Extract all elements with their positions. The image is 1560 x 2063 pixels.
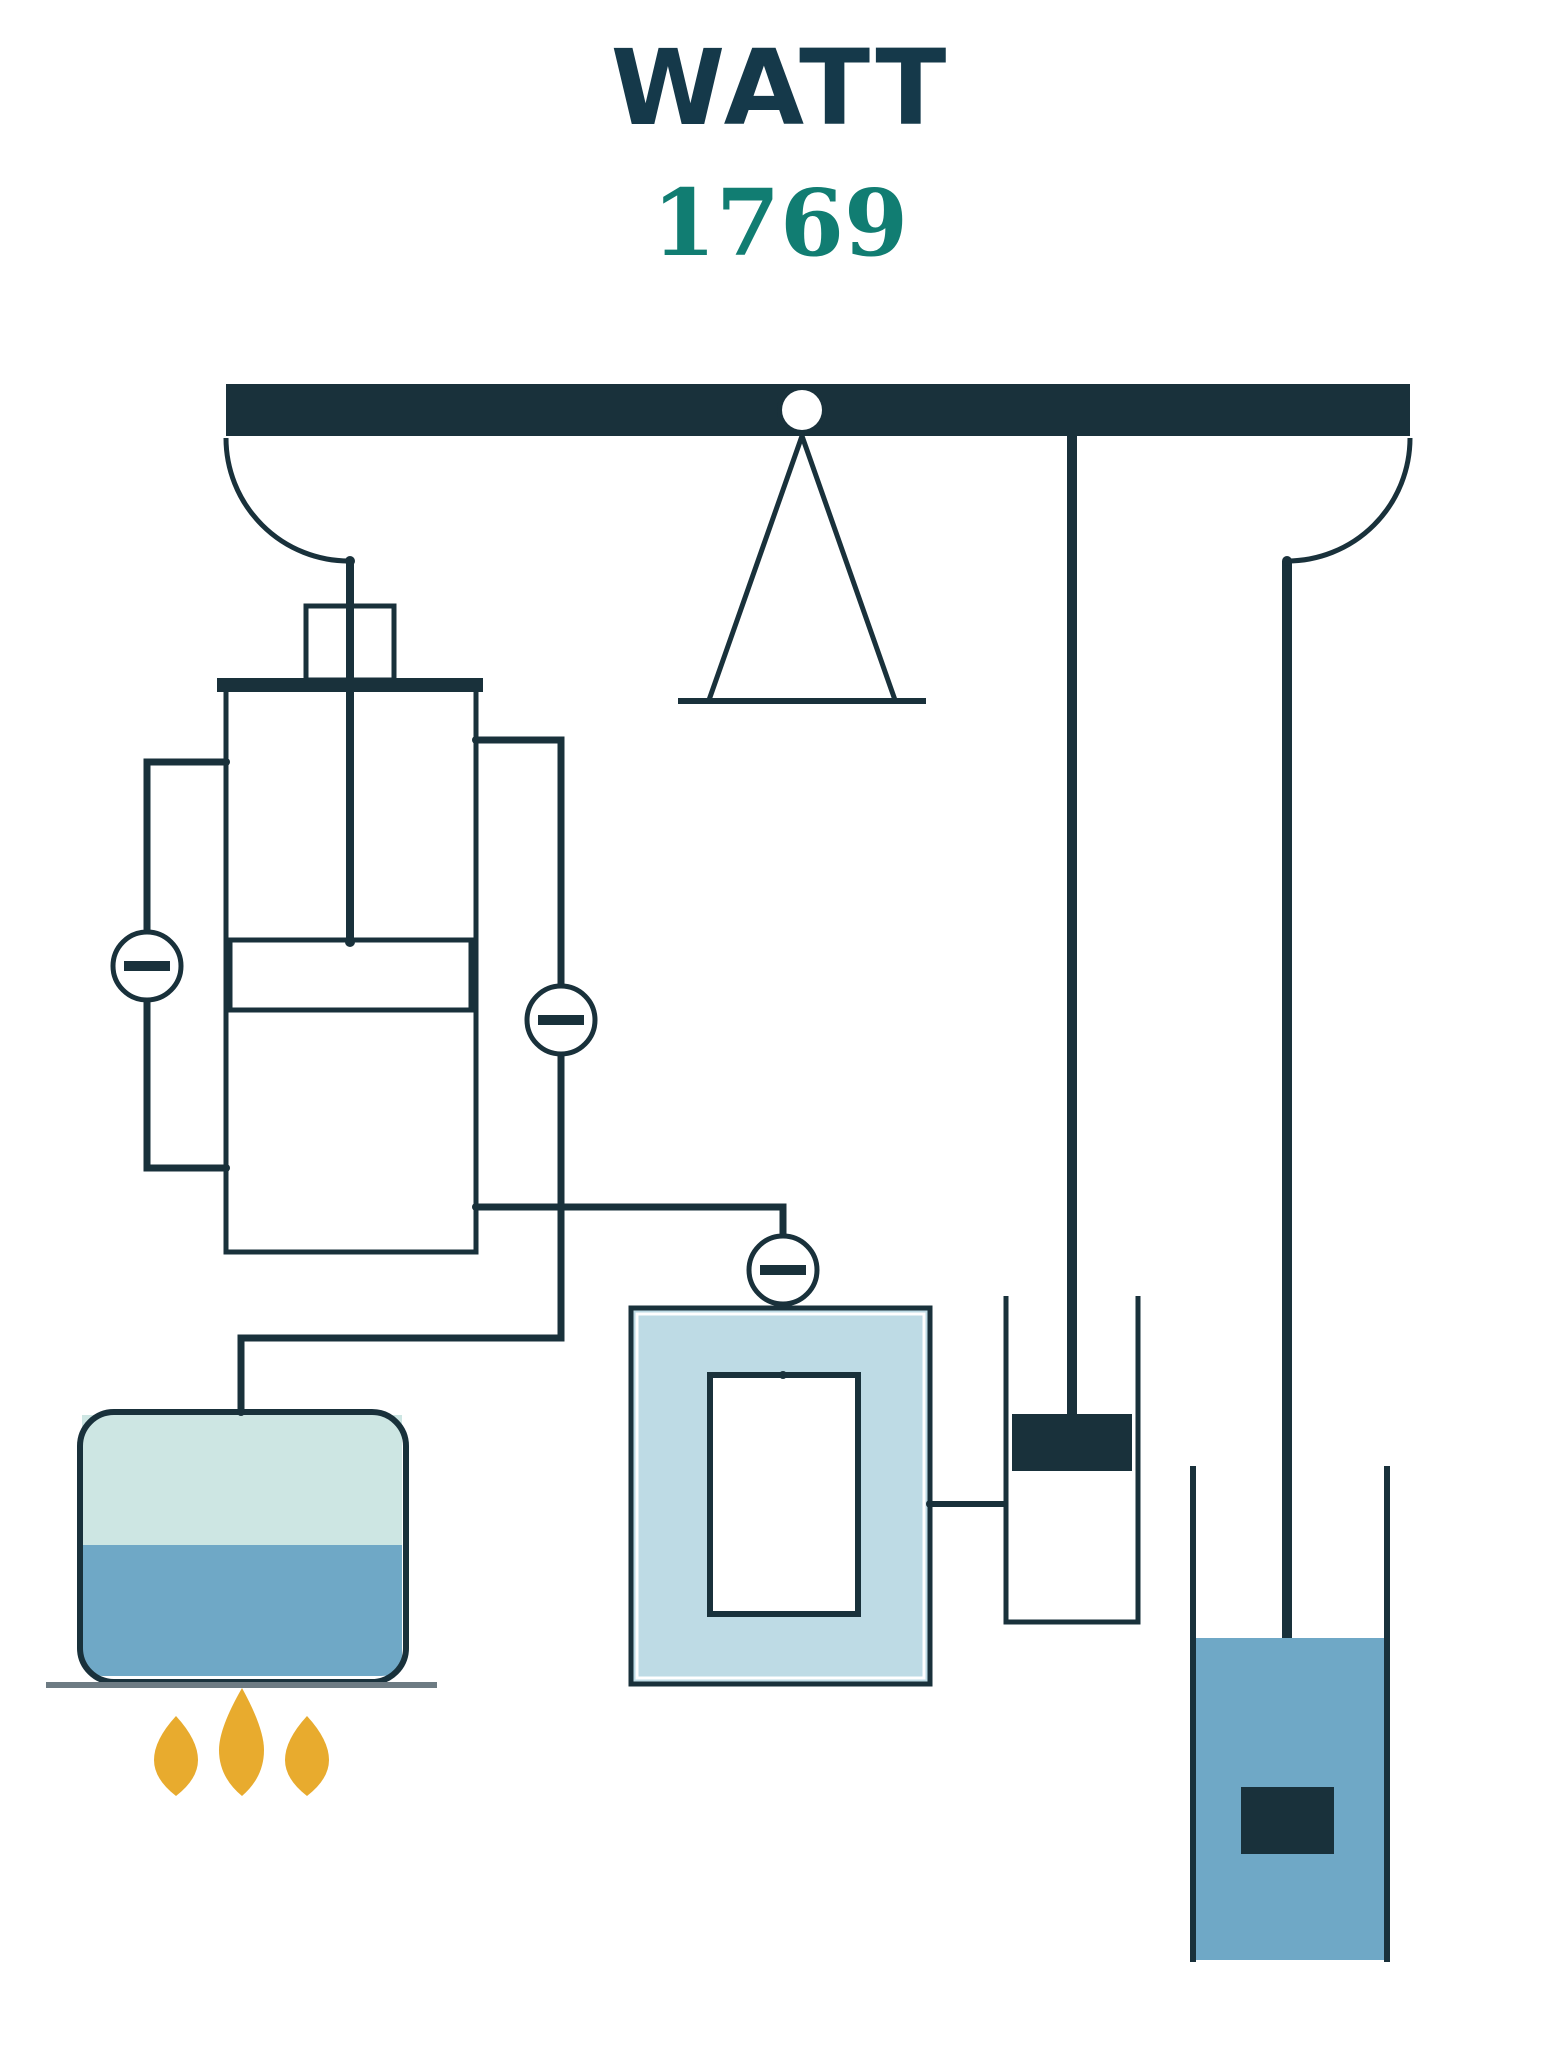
flame-icon [154,1716,198,1796]
condenser-chamber [707,1372,861,1617]
flame-icon [219,1688,264,1796]
air-pump [926,436,1141,1625]
valve-icon [746,1233,820,1307]
left-bypass-pipe [143,758,230,1172]
right-arch-head [1286,437,1413,564]
valve-icon [524,983,598,1057]
valve-icon [110,929,184,1003]
well-pump-piston [1241,1787,1334,1854]
beam-stand [678,435,926,704]
pump-cylinder [1003,1296,1141,1625]
steam-cylinder [217,556,483,1255]
pivot-icon [782,390,822,430]
boiler [77,1408,409,1685]
diagram-title: WATT [610,27,950,149]
steam-supply-pipe [237,736,565,1412]
condenser [628,1305,933,1687]
water-pump [1190,556,1390,1962]
piston [227,937,474,1013]
pump-piston [1012,1414,1132,1471]
left-arch-head [223,437,350,564]
flame-icon [285,1716,329,1796]
walking-beam [223,384,1413,564]
diagram-year: 1769 [651,169,909,277]
